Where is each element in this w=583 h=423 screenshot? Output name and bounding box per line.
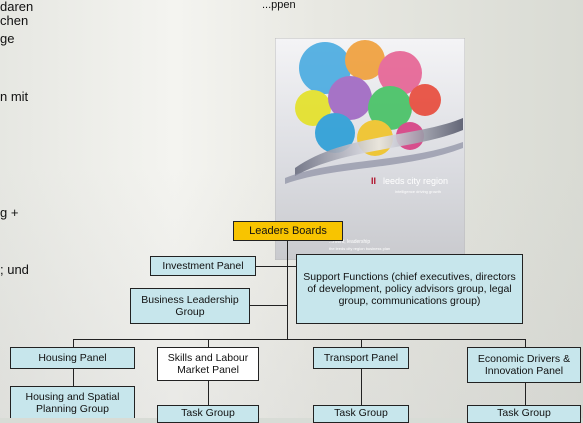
cover-lower-text-1: ...ment, leadership — [329, 239, 370, 245]
economic-task-group-box: Task Group — [467, 405, 581, 423]
connector — [287, 266, 296, 267]
transport-task-group-box: Task Group — [313, 405, 409, 423]
connector — [208, 339, 209, 347]
cover-brand: leeds city region — [383, 176, 448, 186]
housing-panel-box: Housing Panel — [10, 347, 135, 369]
housing-planning-group-label: Housing and Spatial Planning Group — [25, 390, 120, 415]
connector — [287, 240, 288, 340]
transport-panel-box: Transport Panel — [313, 347, 409, 369]
investment-panel-label: Investment Panel — [162, 260, 244, 272]
transport-panel-label: Transport Panel — [323, 352, 399, 364]
business-leadership-group-box: Business Leadership Group — [130, 288, 250, 324]
connector — [525, 382, 526, 405]
economic-drivers-panel-box: Economic Drivers & Innovation Panel — [467, 347, 581, 383]
connector — [73, 339, 526, 340]
connector — [250, 305, 287, 306]
leaders-boards-box: Leaders Boards — [233, 221, 343, 241]
connector — [208, 380, 209, 405]
housing-planning-group-box: Housing and Spatial Planning Group — [10, 386, 135, 418]
cover-brand-mark: II — [371, 176, 376, 186]
business-leadership-group-label: Business Leadership Group — [141, 294, 239, 318]
connector — [361, 339, 362, 347]
leaders-boards-label: Leaders Boards — [249, 225, 327, 237]
cover-lower-text-2: the leeds city region business plan — [329, 246, 390, 251]
text-fragment-3: ge — [0, 31, 15, 46]
text-fragment-top: ...ppen — [262, 0, 296, 11]
connector — [525, 339, 526, 347]
text-fragment-5: g + — [0, 205, 19, 220]
support-functions-label: Support Functions (chief executives, dir… — [303, 271, 516, 307]
investment-panel-box: Investment Panel — [150, 256, 256, 276]
support-functions-box: Support Functions (chief executives, dir… — [296, 254, 523, 324]
skills-labour-panel-label: Skills and Labour Market Panel — [167, 352, 249, 376]
skills-task-group-label: Task Group — [181, 407, 235, 419]
text-fragment-1: daren — [0, 0, 34, 14]
text-fragment-6: ; und — [0, 262, 29, 277]
text-fragment-2: chen — [0, 13, 29, 28]
cover-tagline: intelligence driving growth — [395, 189, 441, 194]
skills-labour-panel-box: Skills and Labour Market Panel — [157, 347, 259, 381]
economic-drivers-panel-label: Economic Drivers & Innovation Panel — [477, 353, 571, 377]
connector — [73, 369, 74, 386]
text-fragment-4: n mit — [0, 89, 29, 104]
connector — [361, 369, 362, 405]
connector — [256, 266, 287, 267]
economic-task-group-label: Task Group — [497, 407, 551, 419]
connector — [73, 339, 74, 347]
housing-panel-label: Housing Panel — [38, 352, 107, 364]
skills-task-group-box: Task Group — [157, 405, 259, 423]
transport-task-group-label: Task Group — [334, 407, 388, 419]
